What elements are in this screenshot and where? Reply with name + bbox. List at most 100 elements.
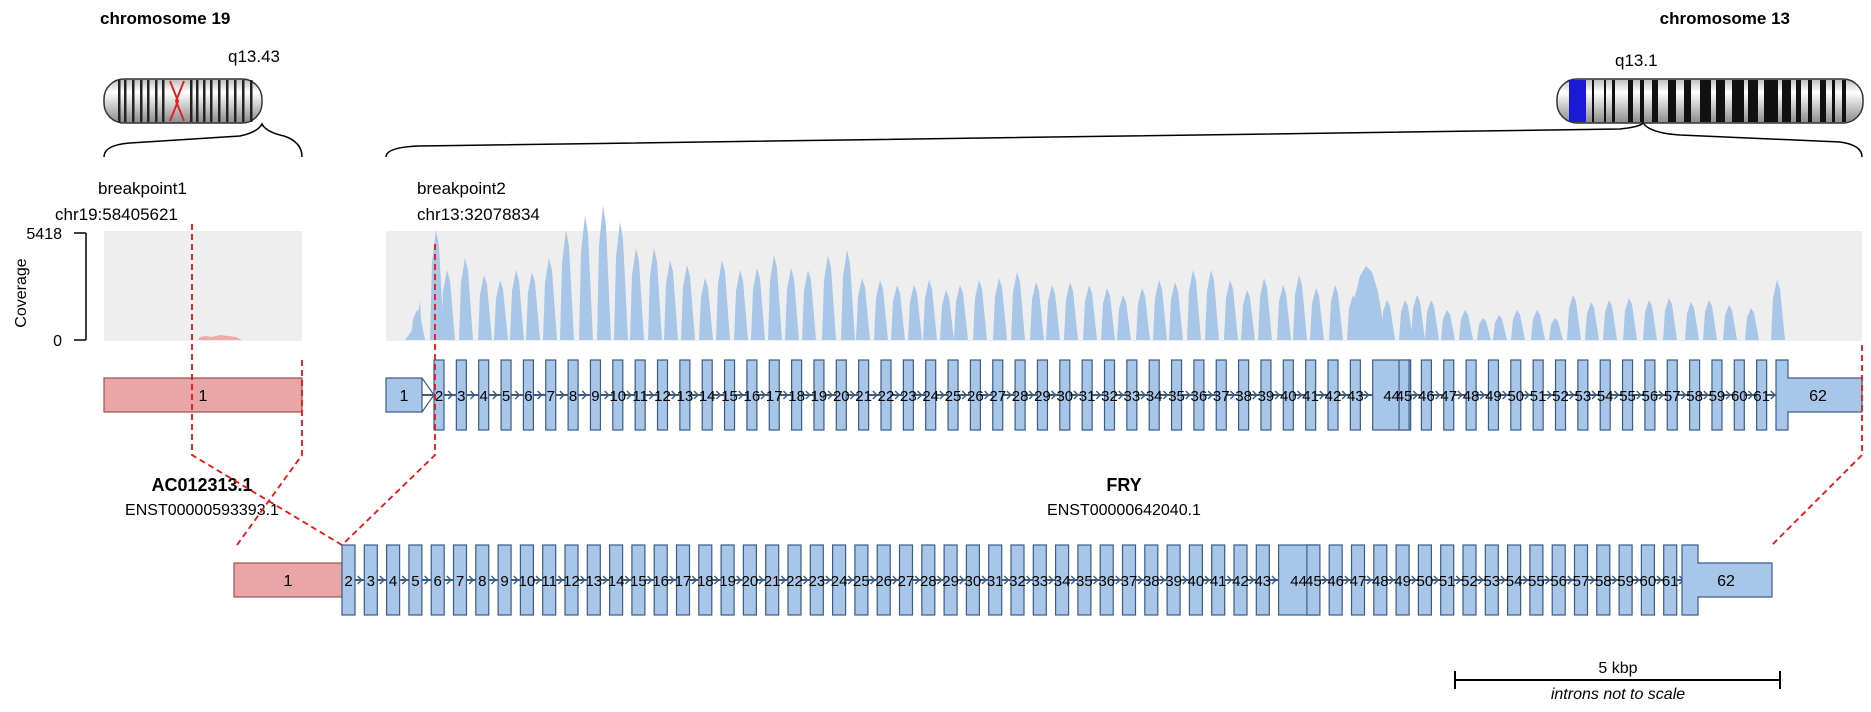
strand-arrow-icon (1140, 390, 1147, 400)
strand-arrow-icon (1569, 390, 1575, 400)
exon-label: 49 (1485, 388, 1502, 405)
fusion-exon (363, 544, 378, 616)
strand-arrow-icon (1070, 575, 1077, 585)
strand-arrow-icon (959, 575, 965, 585)
gene-right-exon (1443, 359, 1455, 431)
breakpoint2-label: breakpoint2 (417, 179, 506, 198)
strand-arrow-icon (669, 575, 675, 585)
gene-right-exon (992, 359, 1004, 431)
strand-arrow-icon (1613, 390, 1620, 400)
fusion-exon (586, 544, 601, 616)
fusion-exon (943, 544, 958, 616)
strand-arrow-icon (1344, 575, 1350, 585)
gene-right-exon (746, 359, 758, 431)
fusion-exon (1010, 544, 1025, 616)
strand-arrow-icon (492, 390, 498, 400)
exon-label: 20 (742, 573, 759, 590)
projection-right-line (1771, 345, 1863, 546)
exon-label: 52 (1461, 573, 1478, 590)
exon-label: 33 (1124, 388, 1141, 405)
exon-label: 38 (1235, 388, 1252, 405)
strand-arrow-icon (1591, 390, 1598, 400)
strand-arrow-icon (691, 575, 698, 585)
exon-label: 27 (989, 388, 1006, 405)
fusion-exon (742, 544, 758, 616)
exon-label: 31 (1079, 388, 1096, 405)
fusion-exon (1573, 544, 1589, 616)
gene-right-exon (947, 359, 959, 431)
strand-arrow-icon (1457, 390, 1463, 400)
exon-label: 48 (1463, 388, 1480, 405)
strand-arrow-icon (738, 390, 744, 400)
exon-label: 60 (1731, 388, 1748, 405)
strand-arrow-icon (424, 575, 430, 585)
band-label-right: q13.1 (1615, 51, 1658, 70)
strand-arrow-icon (780, 575, 787, 585)
strand-arrow-icon (446, 575, 452, 585)
strand-arrow-icon (1159, 575, 1166, 585)
exon-label: 61 (1753, 388, 1770, 405)
gene-right-exon (1398, 359, 1410, 431)
exon-label: 16 (652, 573, 669, 590)
strand-arrow-icon (1589, 575, 1596, 585)
gene-right-exon (1349, 359, 1361, 431)
exon-label: 30 (965, 573, 982, 590)
exon-label: 33 (1031, 573, 1048, 590)
exon-label: 1 (284, 573, 293, 590)
strand-arrow-icon (1411, 575, 1417, 585)
exon-label: 35 (1168, 388, 1185, 405)
strand-arrow-icon (1048, 575, 1055, 585)
fusion-exon (1099, 544, 1114, 616)
exon-label: 8 (478, 573, 486, 590)
coverage-right-signal (405, 205, 1785, 340)
exon-label: 45 (1305, 573, 1322, 590)
gene-right-exon (813, 359, 825, 431)
fusion-exon (608, 544, 624, 616)
exon-label: 19 (719, 573, 736, 590)
exon-label: 47 (1440, 388, 1457, 405)
strand-arrow-icon (892, 575, 898, 585)
strand-arrow-icon (1634, 575, 1640, 585)
gene-right-exon (1577, 359, 1589, 431)
fusion-exon (965, 544, 981, 616)
gene-right-exon (1148, 359, 1160, 431)
exon-label: 26 (967, 388, 984, 405)
fusion-exon (809, 544, 824, 616)
chromosome-13-ideogram (1556, 78, 1864, 124)
strand-arrow-icon (984, 390, 990, 400)
gene-right-exon (433, 359, 445, 431)
gene-right-exon (1599, 359, 1611, 431)
chromosome-19-title: chromosome 19 (100, 9, 230, 28)
exon-label: 5 (411, 573, 419, 590)
exon-label: 31 (987, 573, 1004, 590)
exon-label: 41 (1302, 388, 1319, 405)
gene-right-exon (679, 359, 691, 431)
exon-label: 53 (1575, 388, 1592, 405)
strand-arrow-icon (1185, 390, 1191, 400)
exon-label: 29 (1034, 388, 1051, 405)
exon-label: 28 (1012, 388, 1029, 405)
exon-label: 26 (875, 573, 892, 590)
exon-label: 40 (1188, 573, 1205, 590)
exon-label: 57 (1573, 573, 1590, 590)
strand-arrow-icon (379, 575, 386, 585)
strand-arrow-icon (647, 575, 653, 585)
exon-label: 55 (1619, 388, 1636, 405)
strand-arrow-icon (1073, 390, 1080, 400)
gene-right-exon (1711, 359, 1723, 431)
strand-arrow-icon (1567, 575, 1573, 585)
breakpoint2-line (341, 244, 436, 546)
fusion-exon (1484, 544, 1499, 616)
chromosome-19-ideogram (103, 78, 263, 124)
fusion-exon (787, 544, 802, 616)
fusion-exon (653, 544, 668, 616)
gene-right-exon (1081, 359, 1093, 431)
exon-label: 58 (1686, 388, 1703, 405)
strand-arrow-icon (872, 390, 878, 400)
exon-label: 11 (541, 573, 557, 590)
coverage-track-left (104, 231, 302, 341)
strand-arrow-icon (1747, 390, 1754, 400)
gene-right-exon (1237, 359, 1250, 431)
